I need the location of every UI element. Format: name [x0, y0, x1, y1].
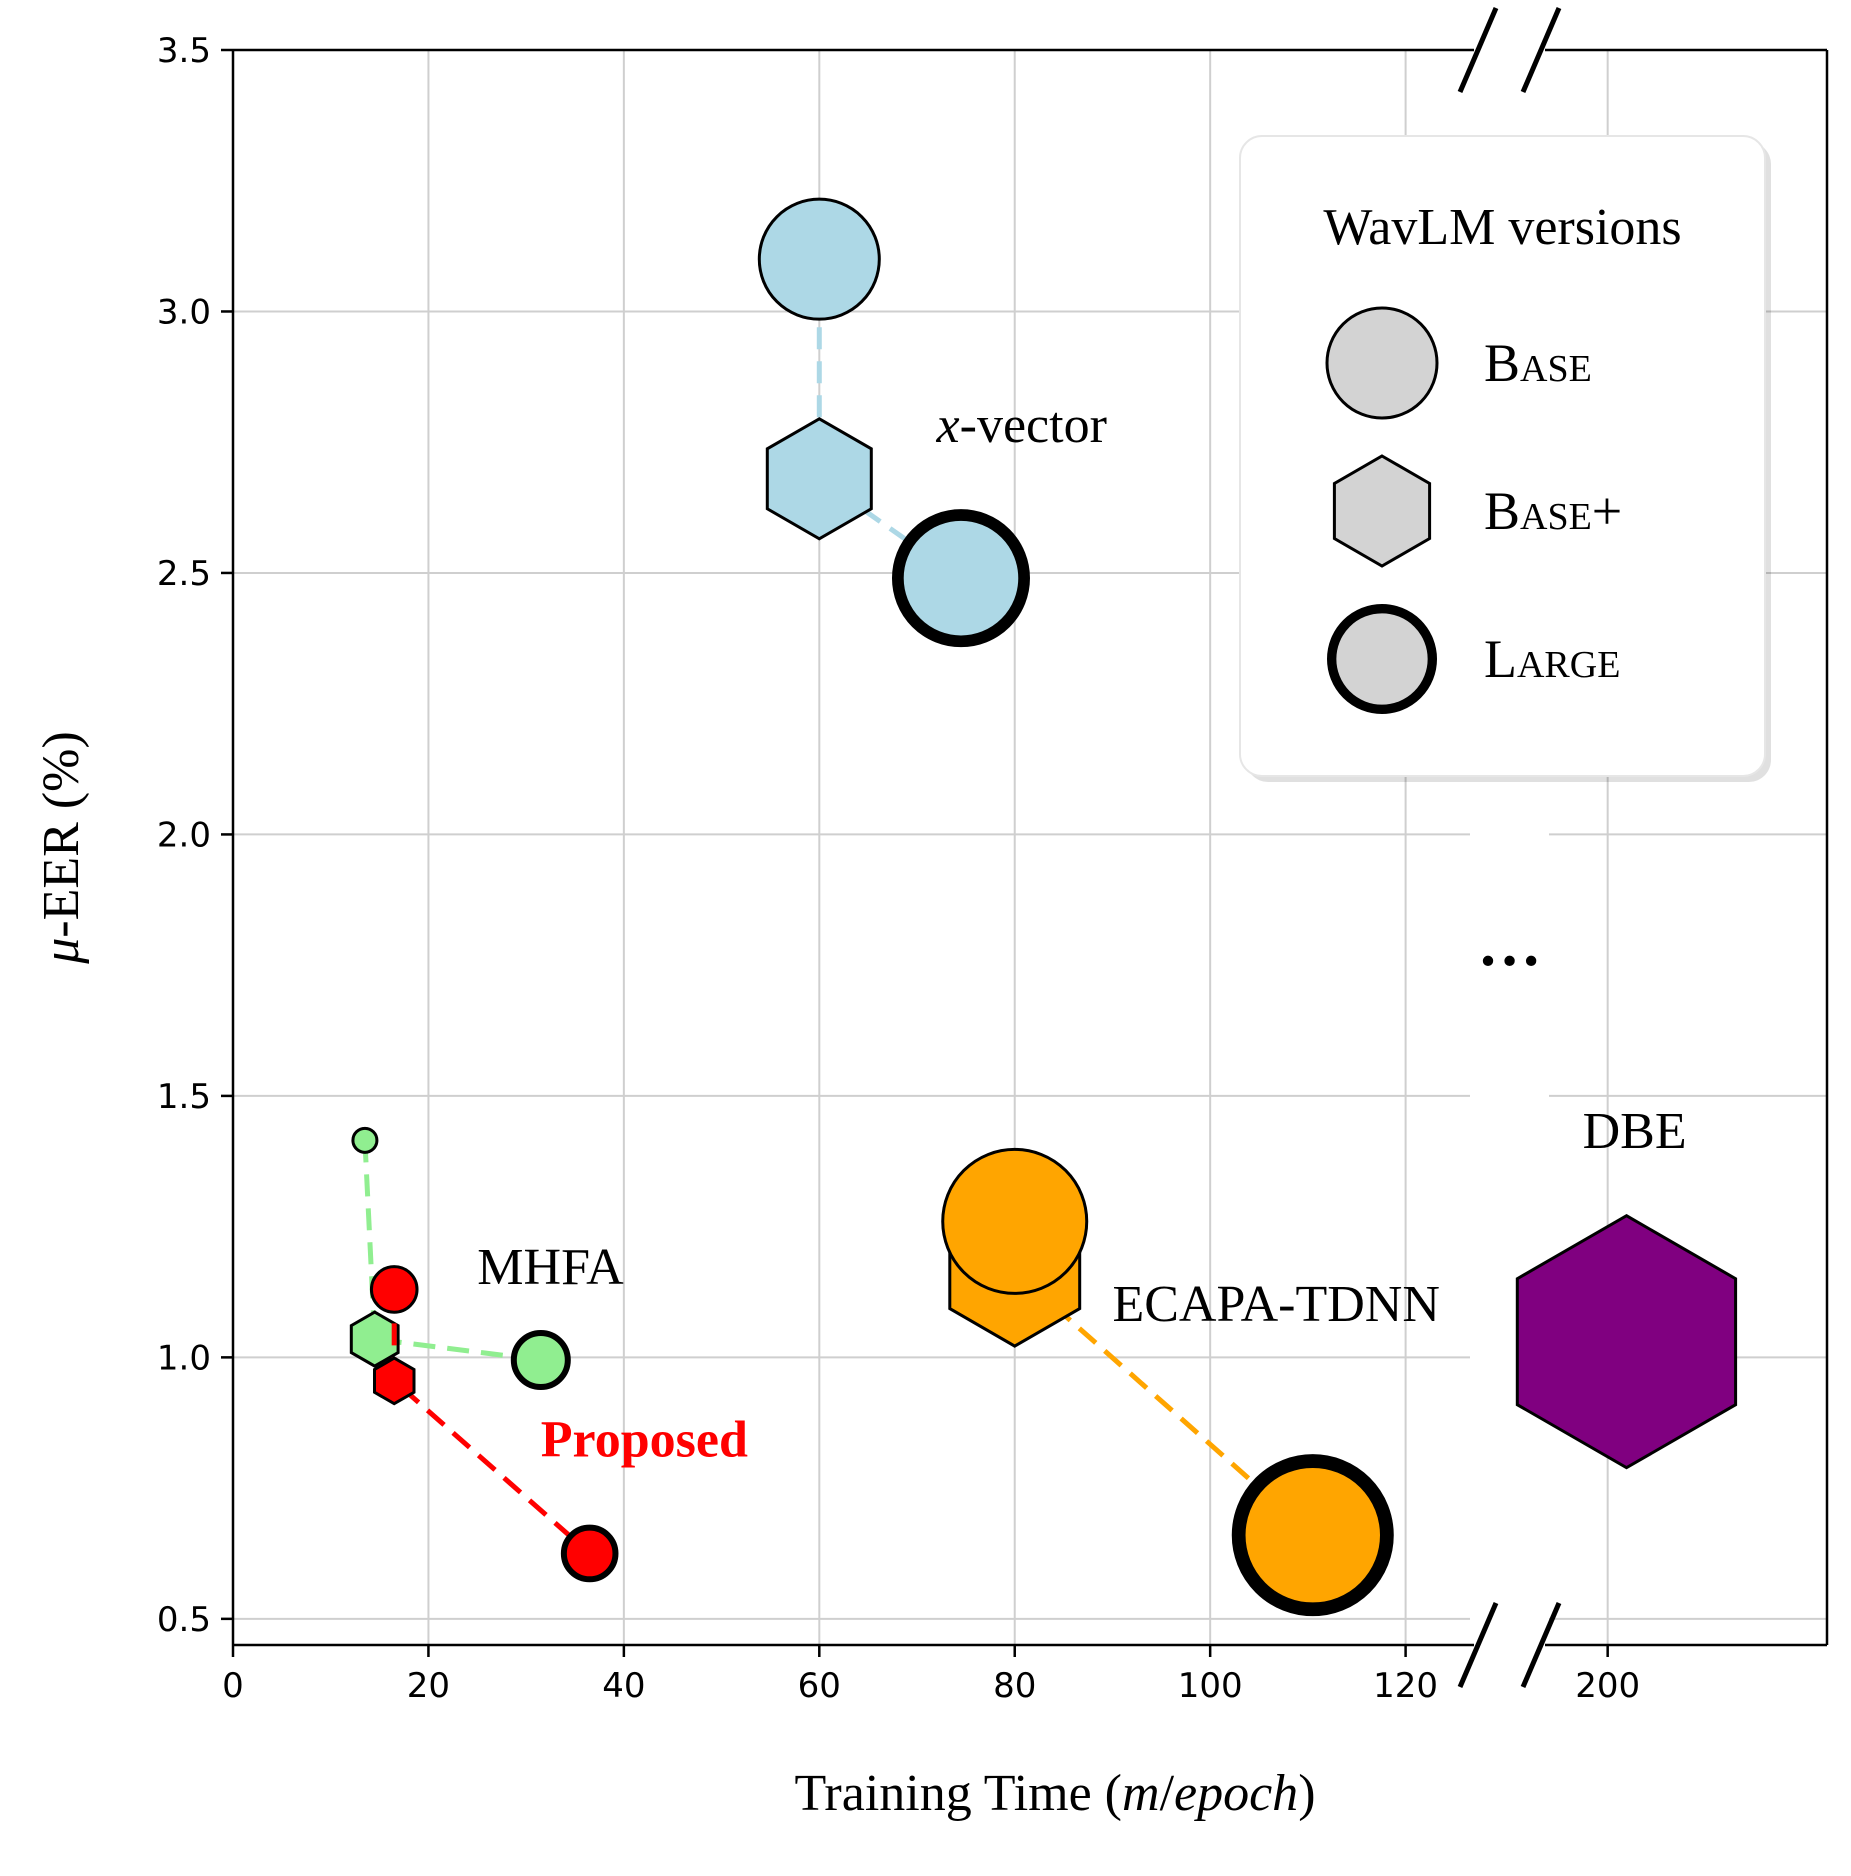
x-axis-label: Training Time (m/epoch) [794, 1765, 1315, 1822]
legend-marker [1325, 306, 1439, 420]
series-connector-line [362, 1140, 542, 1363]
data-point [1231, 1454, 1394, 1617]
y-tick-label: 2.5 [157, 554, 211, 594]
series-label: DBE [1583, 1103, 1687, 1160]
series-label: ECAPA-TDNN [1112, 1276, 1439, 1333]
series-label: MHFA [477, 1239, 624, 1296]
legend-label: Large [1484, 629, 1620, 689]
y-tick-label: 2.0 [157, 815, 211, 855]
x-tick-label: 120 [1373, 1666, 1438, 1706]
axes-frame [231, 48, 1829, 1647]
axis-break-slash [1457, 7, 1499, 93]
data-point [510, 1329, 571, 1390]
legend-label: Base+ [1484, 481, 1622, 541]
y-tick-label: 1.5 [157, 1077, 211, 1117]
x-tick-label: 100 [1178, 1666, 1243, 1706]
y-tick-label: 3.0 [157, 292, 211, 332]
legend-marker [1332, 454, 1432, 568]
y-axis-label: μ-EER (%) [33, 731, 90, 965]
x-tick-label: 40 [602, 1666, 645, 1706]
data-point [891, 509, 1030, 648]
data-point [941, 1147, 1089, 1295]
data-point [369, 1265, 419, 1314]
data-point [349, 1310, 400, 1368]
y-tick-label: 1.0 [157, 1338, 211, 1378]
y-tick-label: 3.5 [157, 31, 211, 71]
series-ecapa-tdnn [941, 1147, 1394, 1617]
x-tick-label: 20 [407, 1666, 450, 1706]
data-point [1515, 1213, 1738, 1470]
series-mhfa [349, 1126, 571, 1390]
legend-label: Base [1484, 333, 1592, 393]
data-point [560, 1524, 619, 1583]
x-tick-label: 60 [798, 1666, 841, 1706]
legend-title: WavLM versions [1323, 199, 1681, 256]
series-x-vector [757, 197, 1030, 648]
data-point [373, 1356, 416, 1406]
x-tick-label: 0 [222, 1666, 244, 1706]
axis-break-ellipsis: … [1478, 908, 1542, 979]
series-label: Proposed [541, 1412, 748, 1469]
data-point [765, 417, 873, 541]
data-point [757, 197, 881, 321]
x-tick-label: 200 [1575, 1666, 1640, 1706]
legend-marker [1327, 603, 1438, 714]
y-tick-label: 0.5 [157, 1600, 211, 1640]
data-point [351, 1126, 379, 1154]
series-dbe [1515, 1213, 1738, 1470]
series-label: x-vector [936, 397, 1107, 454]
ticks: 0 20 40 60 80 100 120 200 0.5 1.0 1.5 2.0 2.5 3.0 3.5 [157, 31, 1640, 1706]
axis-break-slash [1457, 1602, 1499, 1688]
x-tick-label: 80 [993, 1666, 1036, 1706]
axis-break-slash [1520, 1602, 1562, 1688]
axis-break-marks [1457, 7, 1562, 1688]
series-proposed [369, 1265, 619, 1583]
axis-break-slash [1520, 7, 1562, 93]
